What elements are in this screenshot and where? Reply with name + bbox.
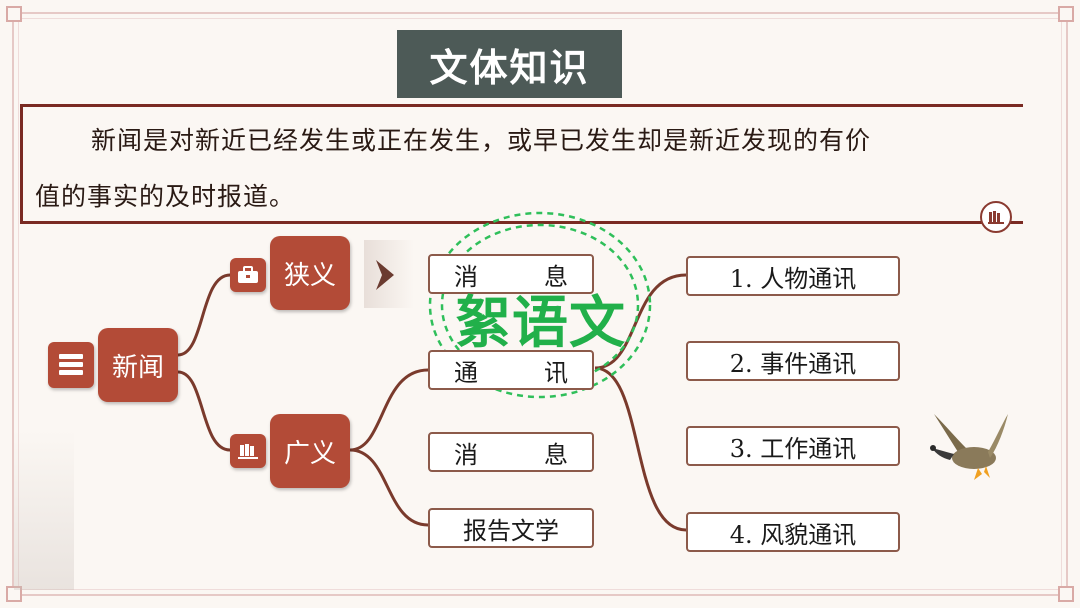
frame-corner — [6, 586, 22, 602]
tongxun-type-3: 3. 工作通讯 — [686, 426, 900, 466]
leaf-char: 消 — [454, 262, 478, 291]
ink-decoration — [14, 430, 74, 590]
leaf-broad-xiaoxi: 消 息 — [428, 432, 594, 472]
books-stack-icon — [48, 342, 94, 388]
leaf-baogao-wenxue: 报告文学 — [428, 508, 594, 548]
node-news: 新闻 — [98, 328, 178, 402]
leaf-char: 讯 — [544, 358, 568, 387]
briefcase-icon — [230, 258, 266, 292]
frame-corner — [1058, 6, 1074, 22]
tongxun-type-4: 4. 风貌通讯 — [686, 512, 900, 552]
flying-goose-icon — [930, 414, 1008, 480]
leaf-char: 息 — [544, 440, 568, 469]
watermark-text: 絮语文 — [455, 291, 626, 356]
definition-box: 新闻是对新近已经发生或正在发生，或早已发生却是新近发现的有价 值的事实的及时报道… — [20, 104, 1023, 224]
page-frame — [12, 12, 1068, 596]
tongxun-type-2: 2. 事件通讯 — [686, 341, 900, 381]
leaf-tongxun: 通 讯 — [428, 350, 594, 390]
definition-line-2: 值的事实的及时报道。 — [35, 182, 296, 211]
leaf-char: 消 — [454, 440, 478, 469]
chevron-right-icon — [376, 260, 394, 290]
node-narrow: 狭义 — [270, 236, 350, 310]
leaf-narrow-xiaoxi: 消 息 — [428, 254, 594, 294]
node-broad: 广义 — [270, 414, 350, 488]
frame-corner — [6, 6, 22, 22]
definition-line-1: 新闻是对新近已经发生或正在发生，或早已发生却是新近发现的有价 — [91, 126, 872, 155]
leaf-char: 息 — [544, 262, 568, 291]
leaf-char: 通 — [454, 358, 478, 387]
page-title: 文体知识 — [397, 30, 622, 98]
frame-corner — [1058, 586, 1074, 602]
book-shelf-icon — [230, 434, 266, 468]
book-shelf-icon — [980, 201, 1012, 233]
tongxun-type-1: 1. 人物通讯 — [686, 256, 900, 296]
